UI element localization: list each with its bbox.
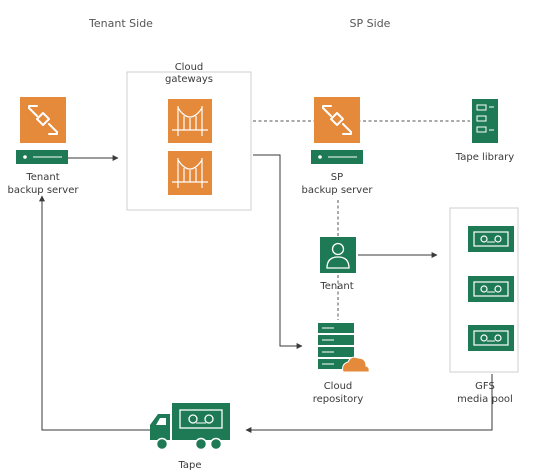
tenant-user-icon [320,237,356,273]
tenant-side-header: Tenant Side [88,17,153,30]
cloud-repository-icon [318,323,354,369]
tape-cassette-icon [468,325,514,351]
cloud-gateways-label-1: Cloud [175,62,204,73]
tape-library-icon [472,99,498,143]
tenant-backup-server-icon [16,97,68,164]
gateways-to-repository-arrow [253,154,303,349]
tape-cassette-icon [468,276,514,302]
sp-backup-server-label-2: backup server [302,185,374,196]
sp-backup-server-icon [311,97,363,164]
tenant-backup-server-label-2: backup server [8,185,80,196]
gfs-media-pool-label-1: GFS [475,381,495,392]
tape-to-tenant-arrow [39,195,150,431]
sp-side-header: SP Side [350,17,391,30]
cloud-gateway-icon [168,99,212,143]
tenant-backup-server-label-1: Tenant [25,172,59,183]
cloud-gateways-label-2: gateways [165,74,213,85]
tape-label: Tape [177,460,201,471]
cloud-icon [342,356,370,373]
tape-cassette-icon [468,226,514,252]
tape-library-label: Tape library [455,152,515,163]
gfs-media-pool-label-2: media pool [457,394,513,405]
gfs-to-tape-arrow [245,374,493,433]
cloud-repository-label-2: repository [313,394,364,405]
tenant-label: Tenant [319,281,353,292]
cloud-repository-label-1: Cloud [324,381,353,392]
sp-backup-server-label-1: SP [331,172,343,183]
cloud-gateway-icon [168,151,212,195]
tape-truck-icon [150,403,230,451]
